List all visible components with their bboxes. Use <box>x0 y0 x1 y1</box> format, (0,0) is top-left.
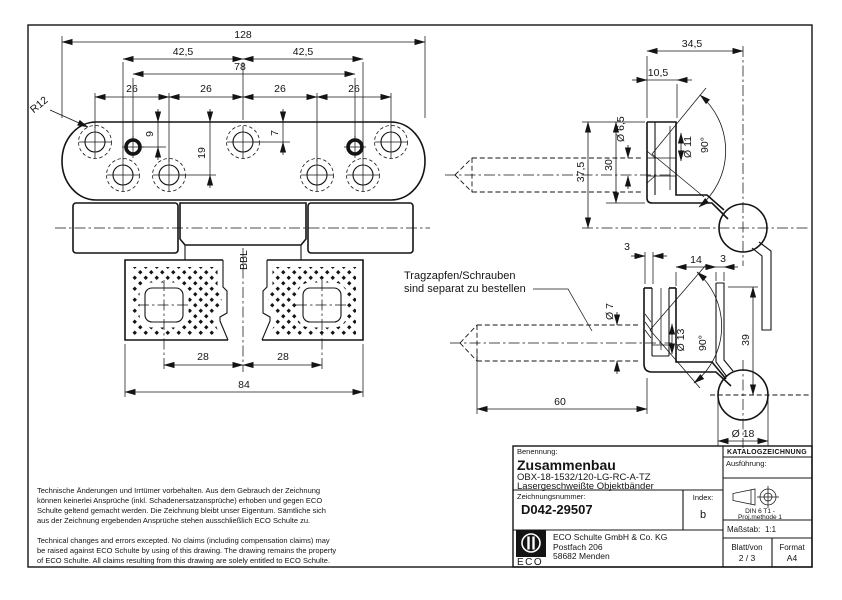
dim-28-right: 28 <box>277 351 289 363</box>
annotation-note: Tragzapfen/Schrauben sind separat zu bes… <box>404 270 593 332</box>
keyhole-slot <box>219 260 271 341</box>
part-code: OBX-18-1532/120-LG-RC-A-TZ <box>517 472 651 483</box>
index-label: Index: <box>693 493 713 502</box>
plate-holes <box>78 125 408 192</box>
leaf-edge-bottom <box>715 282 734 378</box>
note-de-1: Technische Änderungen und Irrtümer vorbe… <box>37 486 320 495</box>
sheet-border <box>27 24 813 568</box>
part-description: Lasergeschweißte Objektbänder <box>517 481 654 492</box>
pin-hole-right <box>344 136 366 158</box>
ausfuehrung-label: Ausführung: <box>726 459 766 468</box>
dim-9: 9 <box>144 131 156 137</box>
annotation-line1: Tragzapfen/Schrauben <box>404 270 516 282</box>
mounting-plate <box>124 248 364 372</box>
din-line2: Proj.methode 1 <box>738 514 782 521</box>
dim-425-left: 42,5 <box>173 46 194 58</box>
dim-26-1: 26 <box>126 83 138 95</box>
company-addr1: Postfach 206 <box>553 542 603 552</box>
blatt-label: Blatt/von <box>731 543 762 552</box>
side-view-bottom-dimensions: 3 14 3 Ø 7 Ø 13 90° 39 60 Ø 18 <box>476 241 769 446</box>
dim-84: 84 <box>238 379 250 391</box>
projection-method-icon <box>732 486 779 508</box>
dim-19: 19 <box>196 147 208 159</box>
disclaimer-notes: Technische Änderungen und Irrtümer vorbe… <box>37 486 336 565</box>
dim-28-left: 28 <box>197 351 209 363</box>
dim-3-gap: 3 <box>720 253 726 265</box>
dim-26-2: 26 <box>200 83 212 95</box>
dia-11: Ø 11 <box>682 136 694 158</box>
massstab-value: 1:1 <box>765 525 777 534</box>
dim-78: 78 <box>234 61 246 73</box>
dim-7: 7 <box>269 130 281 136</box>
katalog-label: KATALOGZEICHNUNG <box>727 449 807 456</box>
dia-7: Ø 7 <box>604 303 616 320</box>
annotation-line2: sind separat zu bestellen <box>404 283 526 295</box>
title-block: Benennung: Zusammenbau OBX-18-1532/120-L… <box>512 445 813 568</box>
hinge-plate-outline <box>61 121 426 201</box>
bracket-outline-a <box>647 121 725 211</box>
angle-90-top: 90° <box>699 137 711 153</box>
dim-39: 39 <box>740 334 752 346</box>
company-logo: ECO <box>516 530 546 568</box>
dim-26-3: 26 <box>274 83 286 95</box>
dia-65: Ø 6,5 <box>615 116 627 142</box>
benennung-label: Benennung: <box>517 447 557 456</box>
dim-425-right: 42,5 <box>293 46 314 58</box>
side-view-bottom <box>450 264 810 448</box>
leaf-edge-top <box>751 241 772 331</box>
company-name: ECO Schulte GmbH & Co. KG <box>553 532 667 542</box>
part-title: Zusammenbau <box>517 457 616 473</box>
massstab-label: Maßstab: <box>727 525 760 534</box>
dim-26-4: 26 <box>348 83 360 95</box>
dim-14: 14 <box>690 254 702 266</box>
dim-128: 128 <box>234 29 252 41</box>
format-value: A4 <box>787 553 798 563</box>
channel-outline-a <box>643 288 732 387</box>
knuckle-middle <box>179 202 307 246</box>
pin-hidden-bottom <box>450 324 672 362</box>
note-de-3: Schulte geltend gemacht werden. Die Zeic… <box>37 506 326 515</box>
dim-375: 37,5 <box>575 162 587 183</box>
dia-18: Ø 18 <box>732 428 755 440</box>
logo-text: ECO <box>517 557 543 568</box>
index-value: b <box>700 509 706 521</box>
bracket-outline-b <box>646 122 729 220</box>
drawing-number-label: Zeichnungsnummer: <box>517 492 585 501</box>
dim-30: 30 <box>603 159 615 171</box>
note-en-1: Technical changes and errors excepted. N… <box>37 536 330 545</box>
front-view: BBL <box>55 121 430 372</box>
mounting-plate-outline <box>124 259 364 341</box>
dim-3-wall: 3 <box>624 241 630 253</box>
blatt-value: 2 / 3 <box>739 553 756 563</box>
format-label: Format <box>779 543 805 552</box>
note-de-4: aus der Zeichnung ergebenden Ansprüche s… <box>37 516 310 525</box>
dim-345: 34,5 <box>682 38 703 50</box>
company-addr2: 58682 Menden <box>553 551 610 561</box>
pin-hidden-top <box>445 157 672 193</box>
angle-90-bottom: 90° <box>697 335 709 351</box>
note-de-2: können keinerlei Ansprüche (inkl. Schade… <box>37 496 322 505</box>
annotation-leader <box>533 288 593 332</box>
dim-105: 10,5 <box>648 67 669 79</box>
dim-r12: R12 <box>28 94 51 116</box>
din-line1: DIN 6 T1 - <box>745 508 775 515</box>
dia-13: Ø 13 <box>675 328 687 351</box>
drawing-number: D042-29507 <box>521 502 593 517</box>
side-view-top-dimensions: 34,5 10,5 Ø 6,5 Ø 11 90° 37,5 30 <box>575 38 744 229</box>
note-en-3: of ECO Schulte. All claims resulting fro… <box>37 556 330 565</box>
dim-60: 60 <box>554 396 566 408</box>
note-en-2: be raised against ECO Schulte by using o… <box>37 546 336 555</box>
label-bbl: BBL <box>238 250 250 270</box>
